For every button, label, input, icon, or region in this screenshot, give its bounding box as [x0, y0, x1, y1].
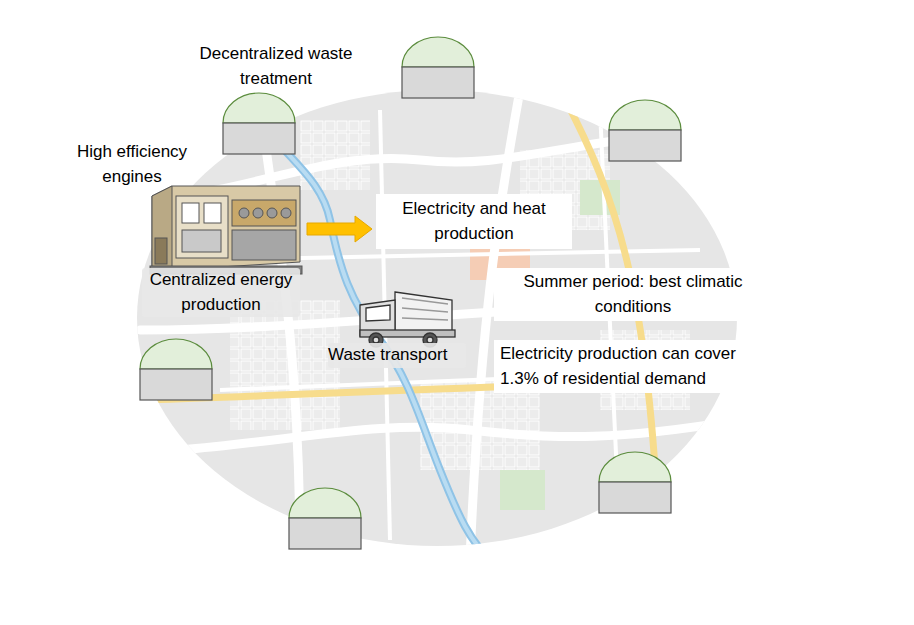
box-text: Electricity production can cover 1.3% of…	[500, 342, 736, 391]
box-text: Electricity and heat production	[382, 197, 566, 246]
engine-illustration	[150, 186, 302, 274]
text-box: Summer period: best climatic conditions	[494, 268, 772, 321]
text-box: Electricity and heat production	[376, 194, 572, 249]
engines-label: High efficiency engines	[52, 140, 212, 189]
text-box: Electricity production can cover 1.3% of…	[494, 340, 742, 393]
decentralized-label: Decentralized waste treatment	[176, 42, 376, 91]
box-text: Summer period: best climatic conditions	[500, 270, 766, 319]
truck-illustration	[360, 292, 455, 347]
centralized-label: Centralized energy production	[142, 268, 300, 317]
output-arrow	[307, 216, 372, 242]
transport-label: Waste transport	[328, 343, 466, 368]
